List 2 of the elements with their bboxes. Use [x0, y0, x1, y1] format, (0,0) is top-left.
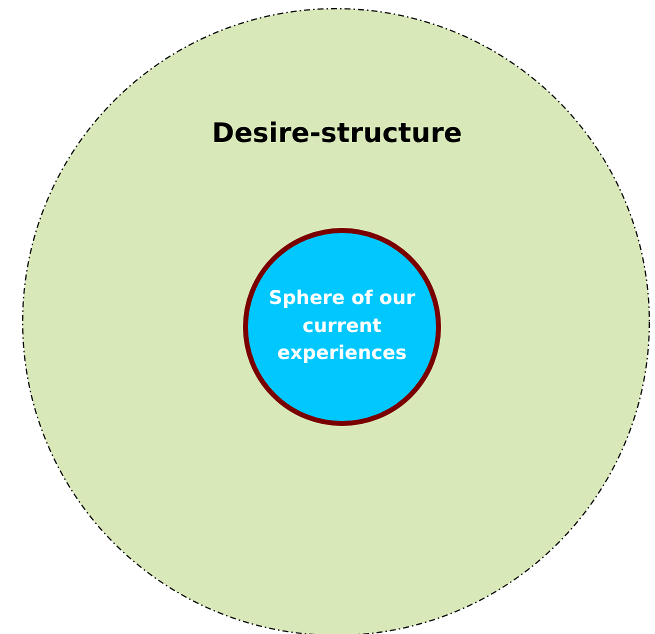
circle-label: Sphere of our current experiences — [268, 286, 416, 366]
circle-heading: Desire-structure — [210, 118, 464, 150]
